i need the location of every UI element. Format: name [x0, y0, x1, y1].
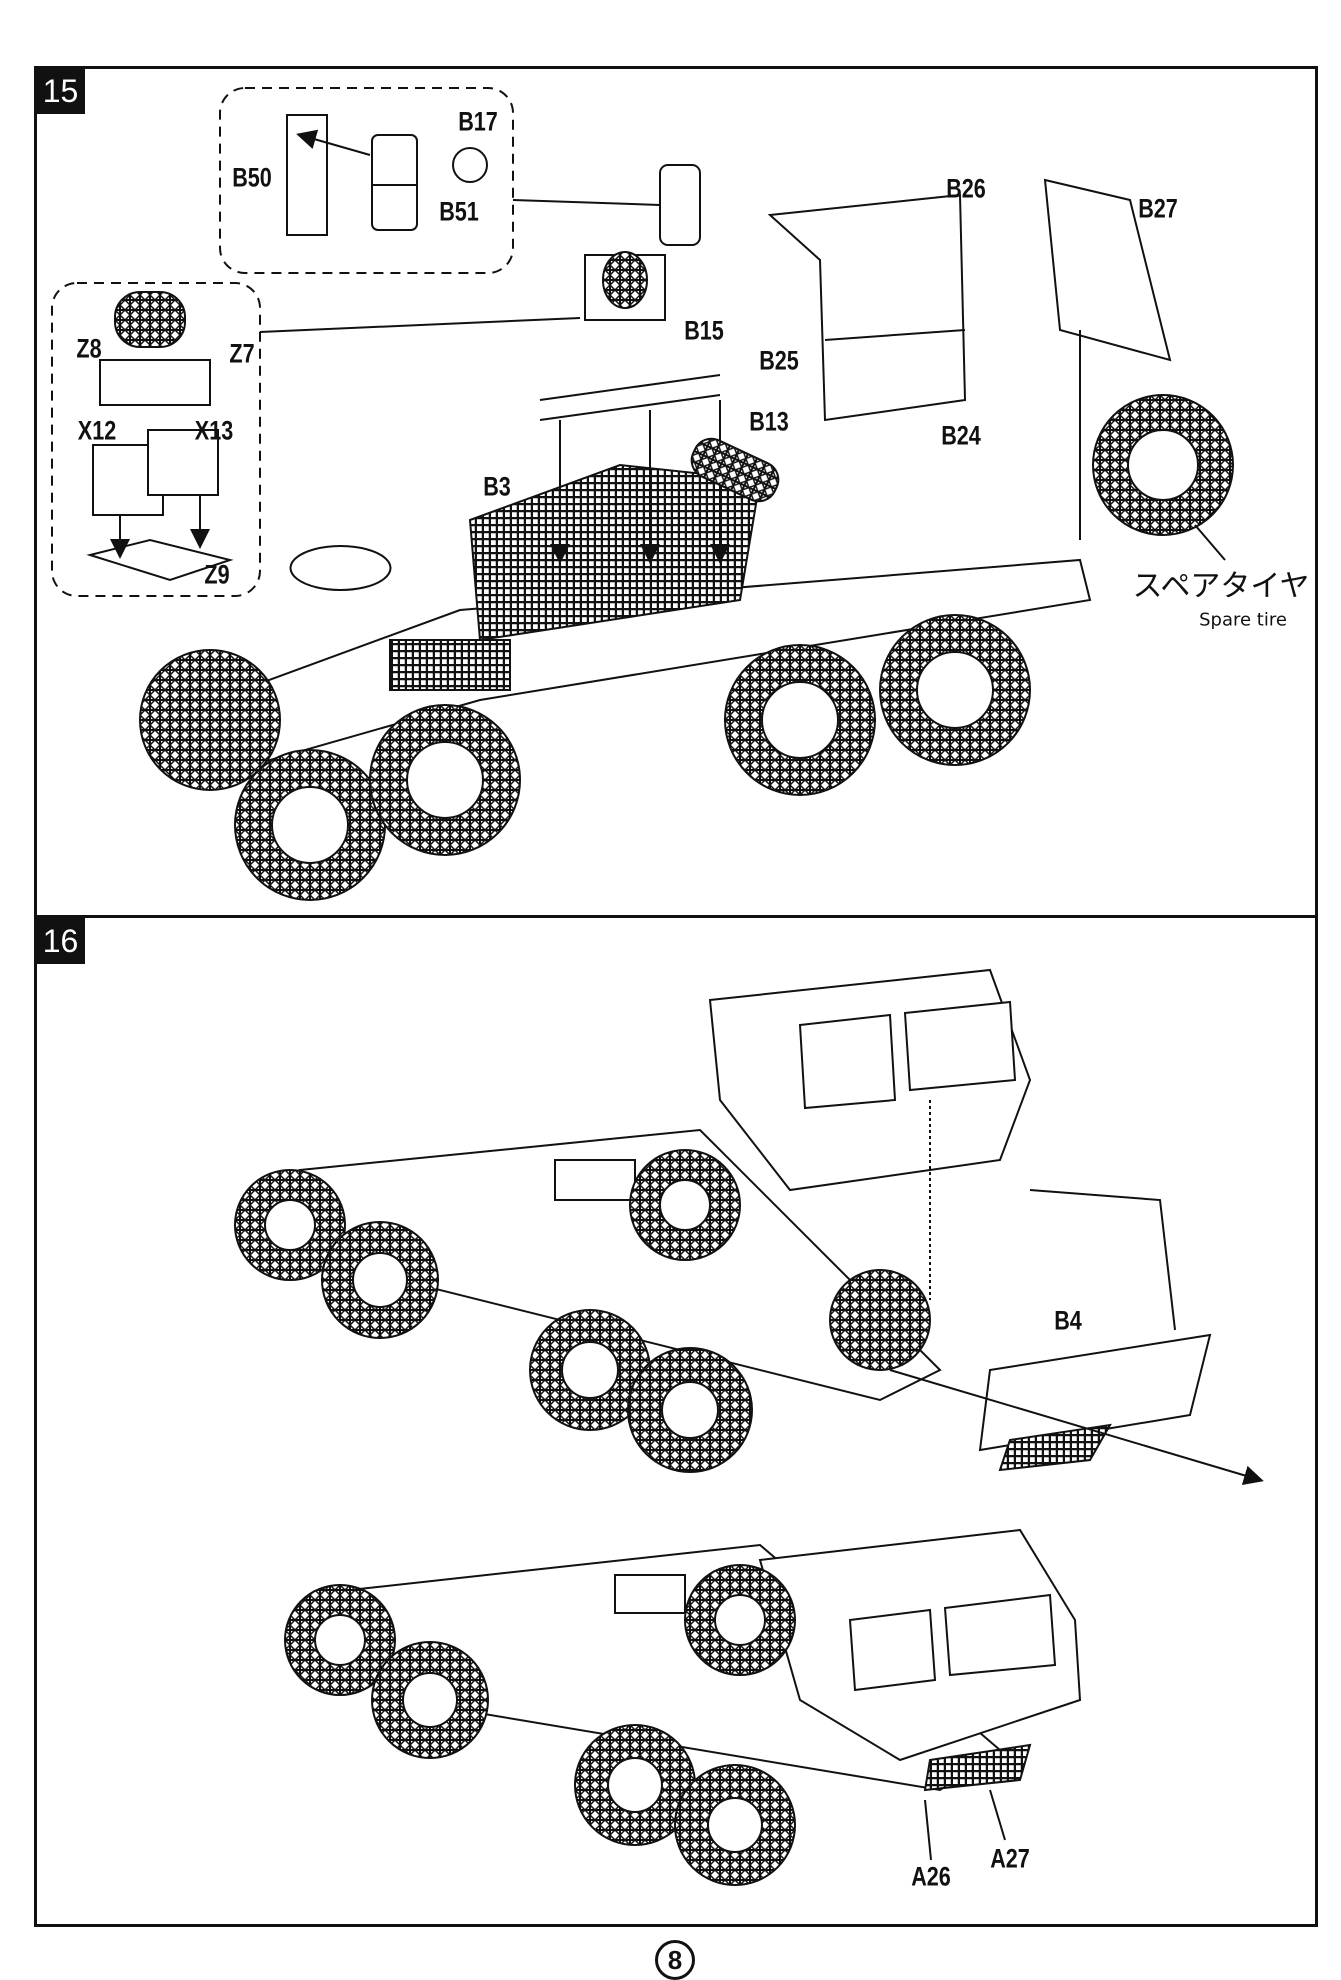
part-label-z8: Z8	[76, 333, 102, 364]
callout-exhaust-subassembly	[219, 87, 514, 274]
spare-tire-label-jp: スペアタイヤ	[1132, 569, 1310, 604]
callout-winch-subassembly	[51, 282, 261, 597]
truck-step16-complete	[284, 1528, 1082, 1886]
part-label-b25: B25	[759, 345, 799, 376]
truck-step16-exploded	[234, 968, 1264, 1486]
part-label-b24: B24	[941, 420, 981, 451]
part-label-z9: Z9	[204, 559, 230, 590]
part-label-b15: B15	[684, 315, 724, 346]
part-label-b13: B13	[749, 406, 789, 437]
page-number: 8	[655, 1940, 695, 1980]
step-16-panel	[34, 915, 1318, 1927]
part-label-b50: B50	[232, 162, 272, 193]
part-label-a27: A27	[990, 1843, 1030, 1874]
spare-tire-label-en: Spare tire	[1199, 609, 1287, 631]
part-label-b4: B4	[1054, 1305, 1082, 1336]
part-label-z7: Z7	[229, 338, 255, 369]
part-label-x12: X12	[77, 415, 117, 446]
step-number-16: 16	[36, 918, 85, 964]
part-label-x13: X13	[194, 415, 234, 446]
step-number-15: 15	[36, 68, 85, 114]
part-label-b51: B51	[439, 196, 479, 227]
part-label-b26: B26	[946, 173, 986, 204]
part-label-a26: A26	[911, 1861, 951, 1892]
part-label-b17: B17	[458, 106, 498, 137]
part-label-b27: B27	[1138, 193, 1178, 224]
part-label-b3: B3	[483, 471, 511, 502]
truck-step15	[139, 164, 1234, 901]
